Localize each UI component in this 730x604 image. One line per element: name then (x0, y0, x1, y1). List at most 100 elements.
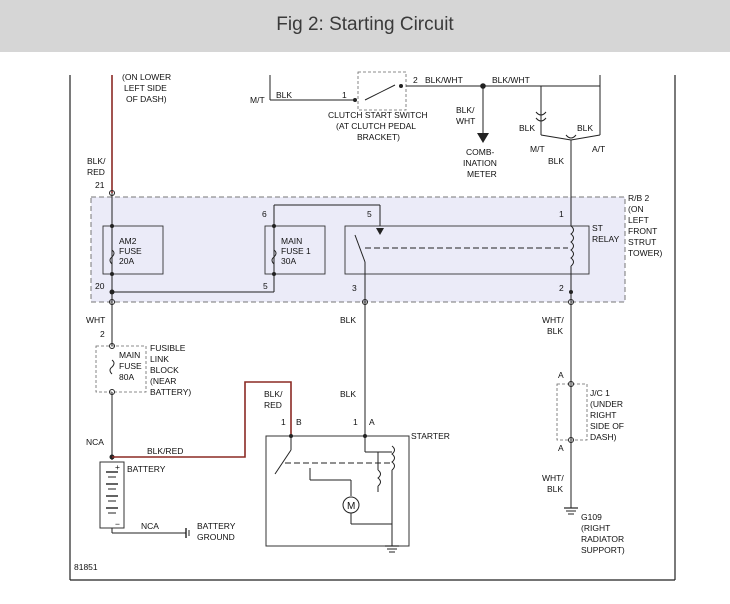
label-main1-30a: 30A (281, 256, 296, 266)
fusible-link-box (95, 345, 147, 393)
label-figure-number: 81851 (74, 562, 98, 572)
label-red-st: RED (264, 400, 282, 410)
label-fusible: FUSIBLE (150, 343, 186, 353)
st-relay-box (344, 225, 590, 275)
label-am2: AM2 (119, 236, 137, 246)
label-fl-80a: 80A (119, 372, 134, 382)
label-fl-main: MAIN (119, 350, 140, 360)
label-main1: MAIN (281, 236, 302, 246)
label-pin2-relay: 2 (559, 283, 564, 293)
label-blk-wht-1: BLK/WHT (425, 75, 463, 85)
label-pin-a-top: A (558, 370, 564, 380)
label-jc1: J/C 1 (590, 388, 610, 398)
label-plus: + (115, 462, 120, 472)
label-blk-st: BLK/ (264, 389, 283, 399)
label-comb: COMB- (466, 147, 495, 157)
label-blk-red-battery: BLK/RED (147, 446, 183, 456)
label-st-b: B (296, 417, 302, 427)
rb2-block (90, 196, 626, 303)
label-blk-mid-2: BLK (547, 326, 563, 336)
label-main1-fuse: FUSE 1 (281, 246, 311, 256)
main-fuse-1-symbol (271, 249, 277, 265)
label-at: A/T (592, 144, 605, 154)
label-rb2-strut: STRUT (628, 237, 656, 247)
label-am2-20a: 20A (119, 256, 134, 266)
label-pin2-clutch: 2 (413, 75, 418, 85)
label-nca-bot: NCA (141, 521, 159, 531)
label-fl-fuse: FUSE (119, 361, 142, 371)
label-pin21: 21 (95, 180, 105, 190)
combo-meter-arrow (477, 133, 489, 143)
wire-blk-red-battery (112, 381, 292, 458)
label-pin2-fl: 2 (100, 329, 105, 339)
label-pin-a-bot: A (558, 443, 564, 453)
starter-coil-1 (391, 445, 395, 471)
label-pin5-top: 5 (367, 209, 372, 219)
label-ination: INATION (463, 158, 497, 168)
label-g109: G109 (581, 512, 602, 522)
label-starter: STARTER (411, 431, 450, 441)
label-pin20: 20 (95, 281, 105, 291)
label-rb2-left: LEFT (628, 215, 649, 225)
label-blk-down: BLK/ (456, 105, 475, 115)
label-clutch-pedal: (AT CLUTCH PEDAL (336, 121, 416, 131)
jc1-box (556, 383, 588, 441)
label-g109-right: (RIGHT (581, 523, 610, 533)
clutch-switch-contact (364, 84, 396, 101)
label-blk-wht-2: BLK/WHT (492, 75, 530, 85)
label-wht: WHT (86, 315, 105, 325)
starter-coil-2 (377, 469, 381, 487)
label-rb2: R/B 2 (628, 193, 650, 203)
header-bar: Fig 2: Starting Circuit (0, 0, 730, 52)
wiring-diagram-svg: (ON LOWER LEFT SIDE OF DASH) M/T BLK 1 2… (69, 71, 676, 581)
starter-box (265, 435, 410, 547)
label-near: (NEAR (150, 376, 176, 386)
label-wht-mid: WHT/ (542, 315, 564, 325)
label-st-pin1: 1 (281, 417, 286, 427)
label-dash: DASH) (590, 432, 617, 442)
label-rb2-front: FRONT (628, 226, 657, 236)
starter-contact (274, 449, 292, 475)
label-wht-bot: WHT/ (542, 473, 564, 483)
label-battery: BATTERY (127, 464, 166, 474)
label-mt: M/T (250, 95, 265, 105)
label-blk-right: BLK (577, 123, 593, 133)
label-st: ST (592, 223, 603, 233)
label-under: (UNDER (590, 399, 623, 409)
label-relay: RELAY (592, 234, 620, 244)
label-mt2: M/T (530, 144, 545, 154)
main-fuse-1-box (264, 225, 326, 275)
label-side-of: SIDE OF (590, 421, 624, 431)
label-st-a: A (369, 417, 375, 427)
st-relay-contact (354, 234, 366, 263)
label-blk-down-2: BLK (548, 156, 564, 166)
label-bracket: BRACKET) (357, 132, 400, 142)
am2-fuse-box (102, 225, 164, 275)
label-minus: − (115, 519, 120, 529)
label-on-lower: (ON LOWER (122, 72, 171, 82)
connector-mt (535, 111, 547, 122)
label-blk-mt: BLK (276, 90, 292, 100)
label-g109-radiator: RADIATOR (581, 534, 624, 544)
label-pin1-clutch: 1 (342, 90, 347, 100)
label-of-dash: OF DASH) (126, 94, 167, 104)
label-battery-ground: BATTERY (197, 521, 236, 531)
label-red-top: RED (87, 167, 105, 177)
figure-title: Fig 2: Starting Circuit (276, 14, 454, 35)
label-st-pin1b: 1 (353, 417, 358, 427)
label-left-side: LEFT SIDE (124, 83, 167, 93)
label-link: LINK (150, 354, 169, 364)
label-g109-support: SUPPORT) (581, 545, 625, 555)
label-rb2-tower: TOWER) (628, 248, 662, 258)
starting-circuit-diagram: (ON LOWER LEFT SIDE OF DASH) M/T BLK 1 2… (0, 52, 730, 599)
st-relay-coil (570, 225, 574, 267)
label-clutch-switch: CLUTCH START SWITCH (328, 110, 428, 120)
label-ground: GROUND (197, 532, 235, 542)
clutch-switch-box (357, 71, 407, 111)
label-motor: M (347, 501, 355, 512)
label-blk-mid: BLK (340, 315, 356, 325)
label-nca-top: NCA (86, 437, 104, 447)
label-pin1-relay: 1 (559, 209, 564, 219)
label-blk-left: BLK (519, 123, 535, 133)
label-blk-top: BLK/ (87, 156, 106, 166)
